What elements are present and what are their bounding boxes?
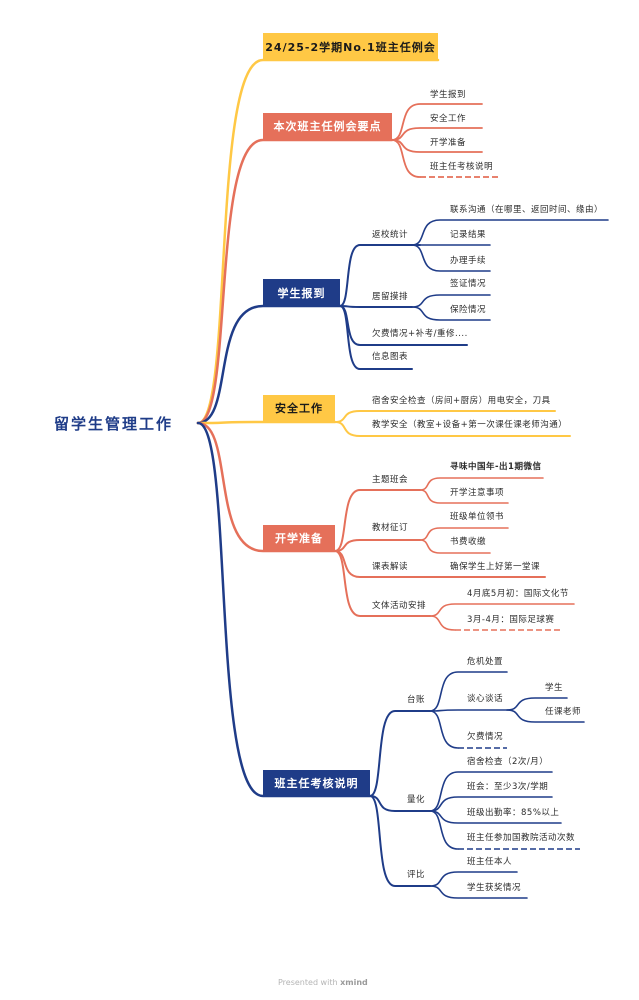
subtopic-residence[interactable]: 居留摸排 — [372, 292, 409, 302]
connector — [429, 709, 508, 712]
xmind-logo: xmind — [340, 978, 368, 987]
connector — [429, 796, 553, 812]
subtopic[interactable]: 任课老师 — [545, 707, 582, 717]
connector — [429, 603, 575, 617]
subtopic-textbooks[interactable]: 教材征订 — [372, 523, 409, 533]
subtopic[interactable]: 开学准备 — [430, 138, 467, 148]
subtopic-talks[interactable]: 谈心谈话 — [467, 694, 504, 704]
subtopic[interactable]: 危机处置 — [467, 657, 504, 667]
subtopic[interactable]: 4月底5月初：国际文化节 — [467, 589, 569, 599]
subtopic[interactable]: 班主任参加国教院活动次数 — [467, 833, 576, 843]
connector — [429, 671, 508, 712]
subtopic[interactable]: 学生 — [545, 683, 564, 693]
connector — [411, 244, 491, 272]
subtopic-quantify[interactable]: 量化 — [407, 795, 426, 805]
subtopic[interactable]: 3月-4月：国际足球赛 — [467, 615, 555, 625]
connector — [429, 871, 518, 887]
subtopic[interactable]: 办理手续 — [450, 256, 487, 266]
subtopic[interactable]: 学生报到 — [430, 90, 467, 100]
subtopic[interactable]: 班会：至少3次/学期 — [467, 782, 549, 792]
subtopic[interactable]: 签证情况 — [450, 279, 487, 289]
connector — [196, 421, 337, 553]
connector — [506, 709, 585, 723]
subtopic-ledger[interactable]: 台账 — [407, 695, 426, 705]
connector — [419, 489, 509, 504]
connector — [196, 420, 337, 425]
connector — [334, 550, 431, 617]
connector — [429, 810, 459, 850]
subtopic[interactable]: 联系沟通（在哪里、返回时间、缘由） — [450, 205, 604, 215]
subtopic[interactable]: 确保学生上好第一堂课 — [450, 562, 541, 572]
connector — [419, 539, 491, 554]
subtopic[interactable]: 书费收缴 — [450, 537, 487, 547]
topic-keypoints[interactable]: 本次班主任例会要点 — [263, 113, 392, 139]
connector — [334, 539, 421, 552]
subtopic[interactable]: 信息图表 — [372, 352, 409, 362]
subtopic[interactable]: 欠费情况+补考/重修.... — [372, 329, 468, 339]
subtopic[interactable]: 教学安全（教室+设备+第一次课任课老师沟通） — [372, 420, 568, 430]
connector — [196, 304, 342, 425]
connector — [411, 219, 609, 246]
subtopic[interactable]: 开学注意事项 — [450, 488, 505, 498]
connector — [334, 421, 571, 437]
subtopic-evaluation[interactable]: 评比 — [407, 870, 426, 880]
subtopic[interactable]: 班级单位领书 — [450, 512, 505, 522]
footer-prefix: Presented with — [278, 978, 338, 987]
subtopic-timetable[interactable]: 课表解读 — [372, 562, 409, 572]
connector — [369, 795, 431, 887]
connector — [429, 885, 528, 899]
connector — [196, 58, 440, 425]
topic-semester-start[interactable]: 开学准备 — [263, 525, 335, 551]
subtopic[interactable]: 宿舍检查（2次/月） — [467, 757, 549, 767]
connector — [429, 710, 459, 749]
subtopic[interactable]: 安全工作 — [430, 114, 467, 124]
subtopic[interactable]: 宿舍安全检查（房间+厨房）用电安全，刀具 — [372, 396, 551, 406]
subtopic-theme-meeting[interactable]: 主题班会 — [372, 475, 409, 485]
topic-meeting[interactable]: 24/25-2学期No.1班主任例会 — [263, 33, 438, 60]
subtopic[interactable]: 班主任本人 — [467, 857, 513, 867]
connector — [429, 615, 456, 631]
subtopic[interactable]: 记录结果 — [450, 230, 487, 240]
connector — [196, 138, 394, 425]
connector — [196, 421, 372, 798]
topic-assessment[interactable]: 班主任考核说明 — [263, 770, 370, 796]
connector — [334, 489, 421, 552]
central-topic[interactable]: 留学生管理工作 — [54, 415, 174, 433]
subtopic-return-stats[interactable]: 返校统计 — [372, 230, 409, 240]
connector — [339, 244, 421, 307]
connector — [369, 795, 431, 812]
connector — [411, 306, 491, 321]
connector — [339, 305, 413, 308]
subtopic[interactable]: 保险情况 — [450, 305, 487, 315]
connector — [339, 305, 413, 370]
connector — [429, 771, 553, 812]
topic-safety[interactable]: 安全工作 — [263, 395, 335, 421]
connector — [391, 139, 421, 178]
subtopic[interactable]: 学生获奖情况 — [467, 883, 522, 893]
subtopic[interactable]: 寻味中国年-出1期微信 — [450, 462, 542, 472]
footer-credit: Presented with xmind — [278, 978, 368, 987]
topic-registration[interactable]: 学生报到 — [263, 279, 340, 306]
subtopic-activities[interactable]: 文体活动安排 — [372, 601, 427, 611]
subtopic[interactable]: 班主任考核说明 — [430, 162, 494, 172]
subtopic[interactable]: 欠费情况 — [467, 732, 504, 742]
subtopic[interactable]: 班级出勤率：85%以上 — [467, 808, 560, 818]
connector — [369, 710, 431, 797]
